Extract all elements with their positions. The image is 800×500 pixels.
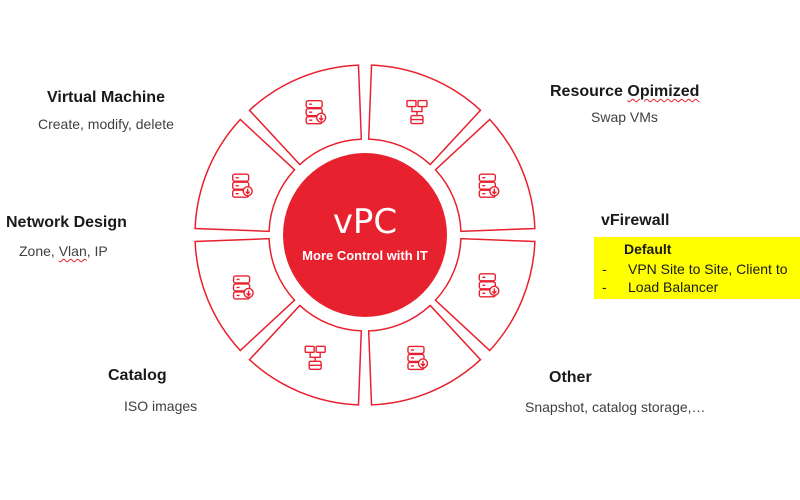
bullet-dash: - (602, 261, 607, 277)
catalog-subtitle: ISO images (124, 398, 198, 414)
resource-optimized-subtitle: Swap VMs (591, 109, 658, 125)
subtitle-part-vlan: Vlan (58, 243, 87, 259)
bullet-dash: - (602, 279, 607, 295)
vfirewall-item-text: Load Balancer (628, 279, 719, 295)
wheel-segment (367, 304, 482, 406)
wheel-segment (434, 237, 536, 352)
other-subtitle: Snapshot, catalog storage,… (525, 399, 706, 415)
wheel-icons (231, 99, 500, 371)
network-design-subtitle: Zone, Vlan, IP (19, 243, 108, 259)
virtual-machine-title: Virtual Machine (47, 89, 165, 106)
database-upload-icon (232, 275, 254, 300)
wheel-segment (248, 304, 363, 406)
resource-title-word-1: Resource (550, 83, 623, 100)
center-title: vPC (332, 202, 398, 242)
catalog-title: Catalog (108, 367, 167, 384)
wheel-segment (194, 118, 296, 233)
database-download-icon (478, 173, 500, 198)
virtual-machine-subtitle: Create, modify, delete (38, 116, 174, 132)
vfirewall-title: vFirewall (601, 212, 670, 229)
wheel-segment (367, 64, 482, 166)
center-subtitle: More Control with IT (302, 248, 428, 263)
wheel-segment (248, 64, 363, 166)
vfirewall-item: - VPN Site to Site, Client to (602, 261, 788, 277)
server-network-icon (406, 99, 428, 125)
database-shield-icon (407, 345, 429, 371)
database-settings-icon (305, 99, 327, 125)
subtitle-part: , IP (86, 243, 108, 259)
database-download-icon (478, 273, 500, 298)
vfirewall-item: - Load Balancer (602, 279, 718, 295)
vfirewall-item-text: VPN Site to Site, Client to (628, 261, 788, 277)
resource-optimized-title: Resource Opimized (550, 83, 699, 101)
database-upload-icon (231, 173, 253, 198)
wheel-segment (434, 118, 536, 233)
subtitle-part: Zone, (19, 243, 59, 259)
network-design-title: Network Design (6, 214, 127, 231)
vfirewall-default-heading: Default (624, 241, 672, 257)
center-circle (283, 153, 447, 317)
vfirewall-details-box: Default - VPN Site to Site, Client to - Lo… (594, 237, 800, 299)
resource-title-word-2: Opimized (627, 83, 700, 100)
catalog-network-icon (304, 345, 326, 371)
other-title: Other (549, 369, 592, 386)
